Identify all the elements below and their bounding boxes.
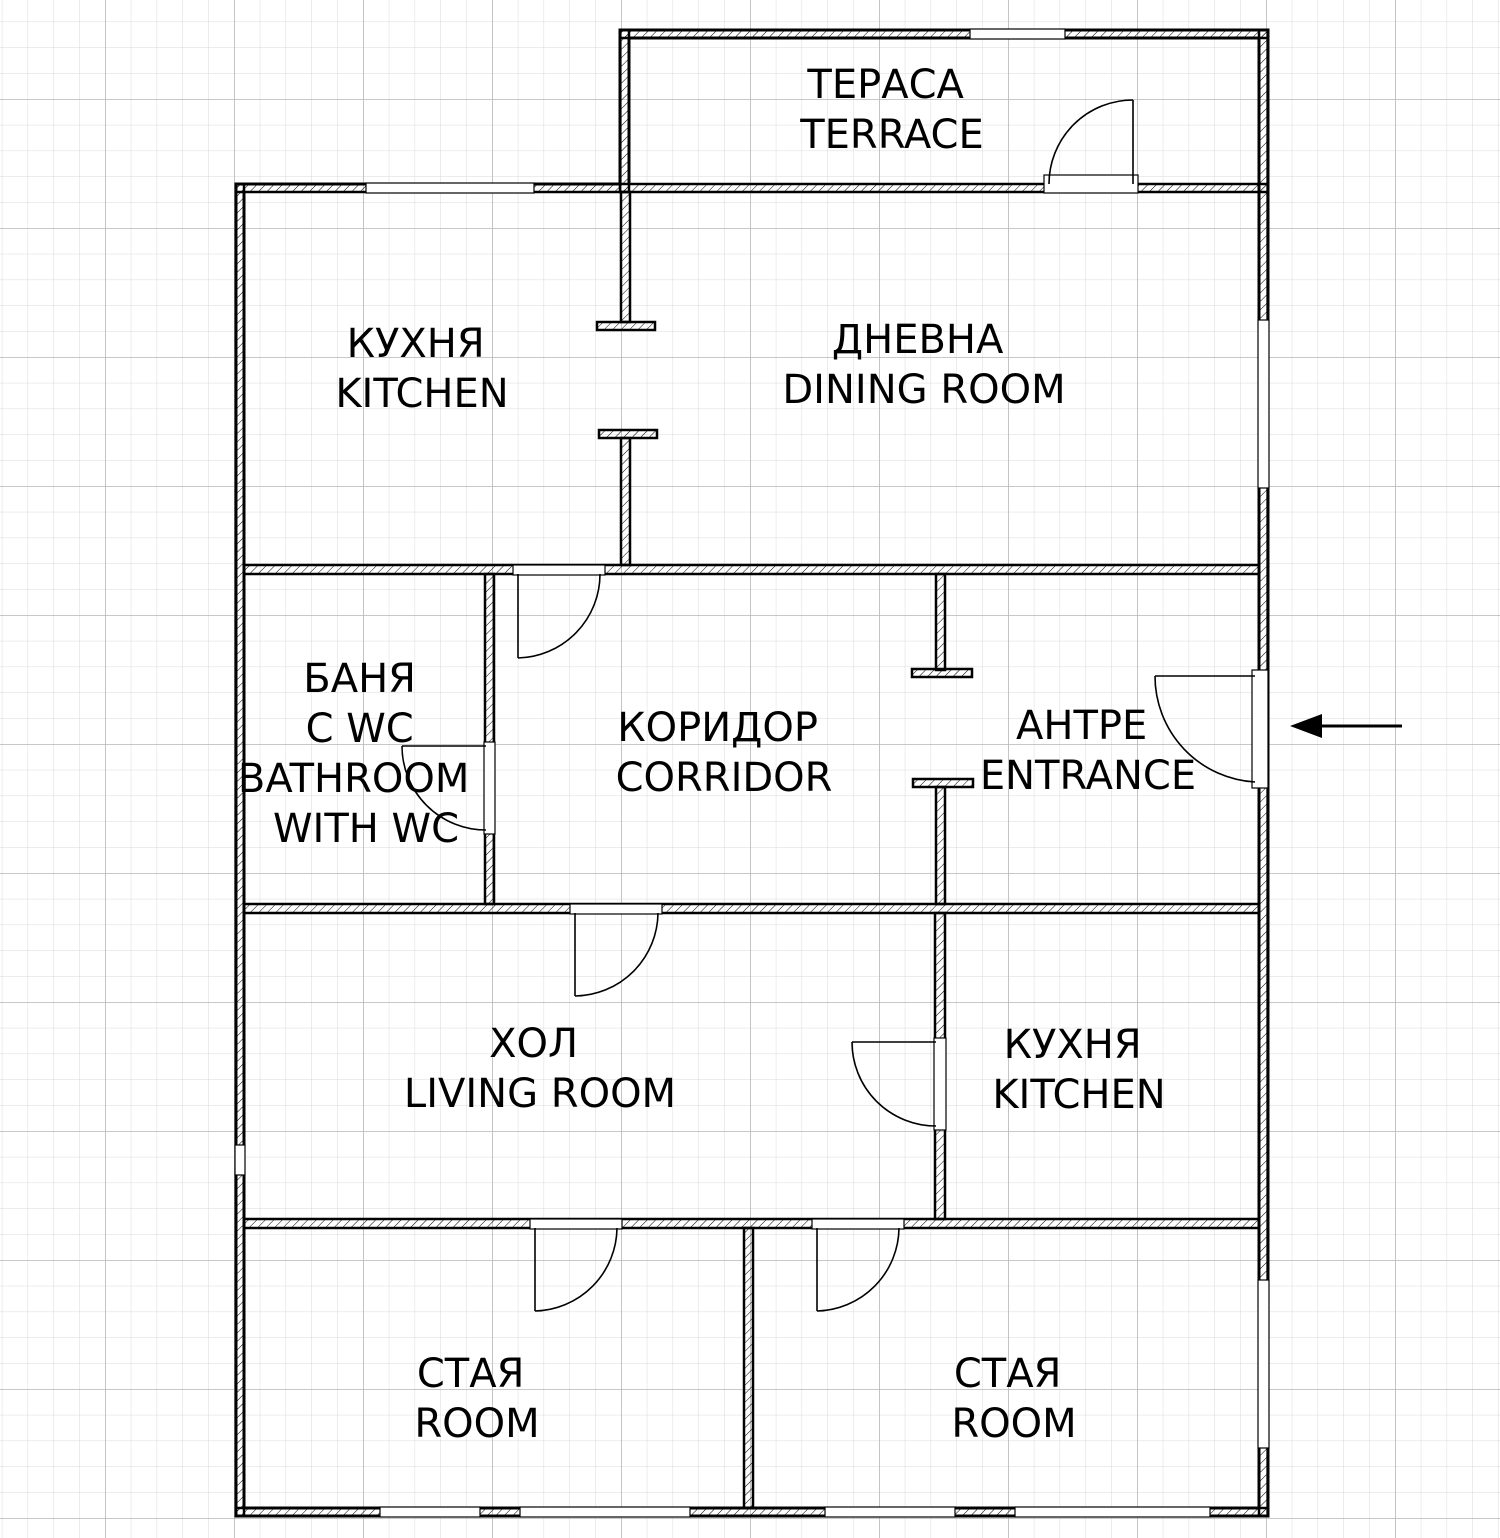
kitchen-top-label: КУХНЯ KITCHEN	[335, 321, 508, 417]
windows	[234, 28, 1270, 1518]
doors	[401, 99, 1269, 1312]
corridor-label: КОРИДОР CORRIDOR	[616, 705, 833, 801]
kitchen-bottom-label: КУХНЯ KITCHEN	[992, 1022, 1165, 1118]
room-labels: ТЕРАСА TERRACE КУХНЯ KITCHEN ДНЕВНА DINI…	[238, 62, 1196, 1447]
terrace-label: ТЕРАСА TERRACE	[799, 62, 984, 158]
dining-room-label: ДНЕВНА DINING ROOM	[782, 317, 1065, 413]
bathroom-label: БАНЯ С WC BATHROOM WITH WC	[238, 656, 482, 852]
entrance-label: АНТРЕ ENTRANCE	[980, 703, 1196, 799]
left-arrow-icon	[1290, 714, 1402, 738]
room-right-label: СТАЯ ROOM	[951, 1351, 1076, 1447]
room-left-label: СТАЯ ROOM	[414, 1351, 539, 1447]
living-room-label: ХОЛ LIVING ROOM	[404, 1021, 676, 1117]
